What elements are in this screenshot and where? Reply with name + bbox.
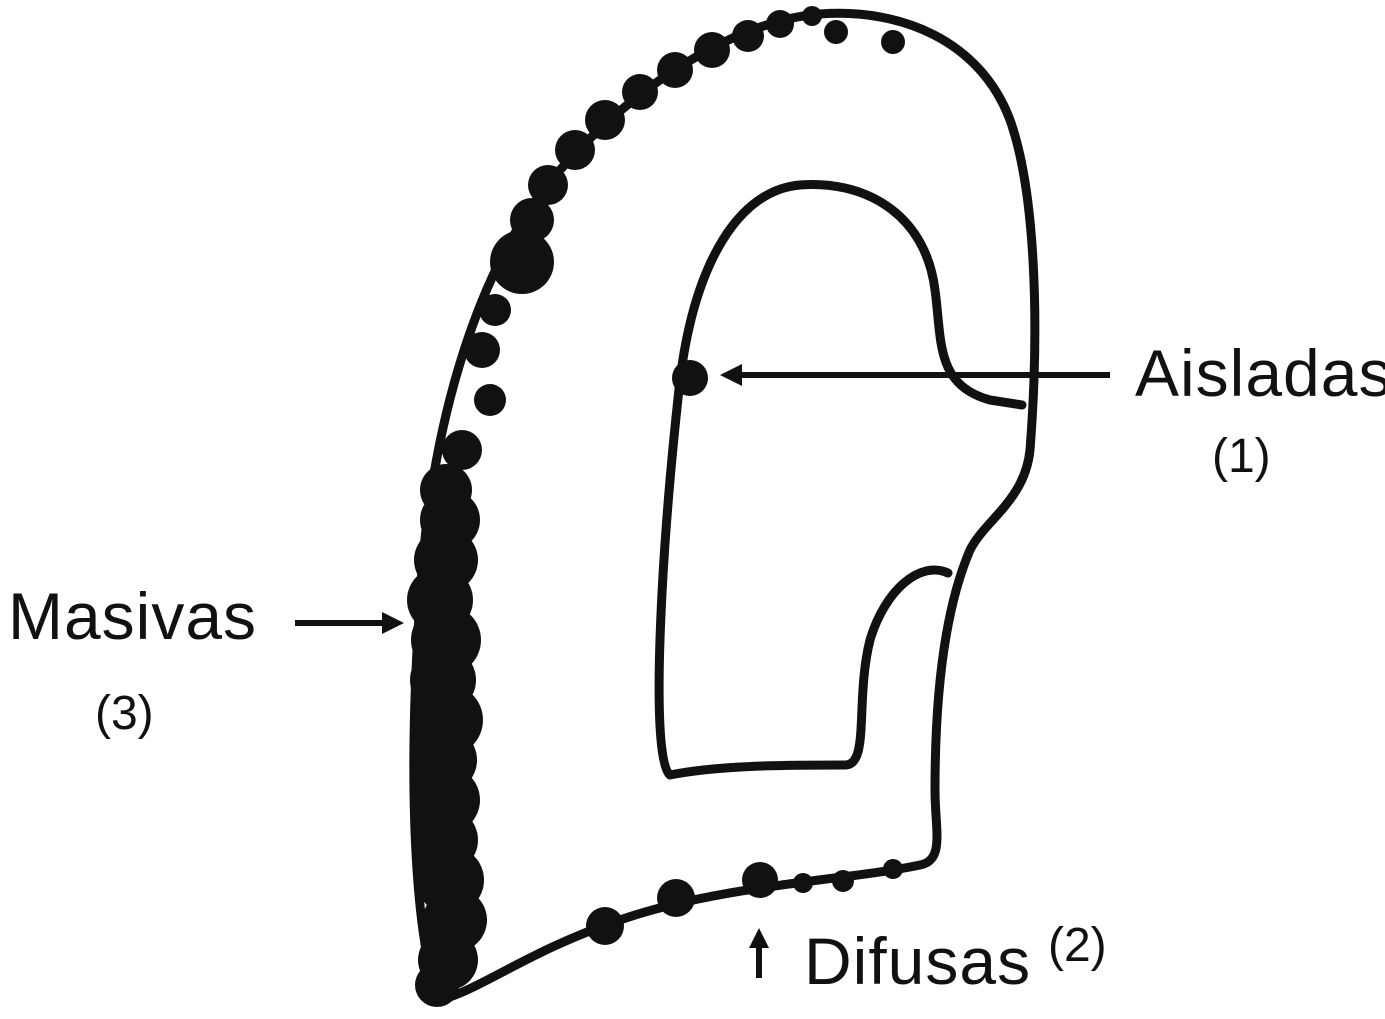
masivas-arrow <box>295 612 404 634</box>
masivas-lesion-band <box>407 6 905 1007</box>
aisladas-arrow <box>720 364 1110 386</box>
label-difusas-number: (2) <box>1048 922 1107 970</box>
difusas-arrow <box>749 928 769 978</box>
label-difusas: Difusas <box>804 928 1031 994</box>
label-masivas-number: (3) <box>95 690 154 738</box>
label-masivas: Masivas <box>8 583 257 649</box>
outer-contour <box>414 13 1035 1000</box>
label-aisladas: Aisladas <box>1135 340 1385 406</box>
inner-contour <box>659 184 1022 775</box>
aisladas-lesion-dot <box>672 360 708 396</box>
label-aisladas-number: (1) <box>1212 433 1271 481</box>
